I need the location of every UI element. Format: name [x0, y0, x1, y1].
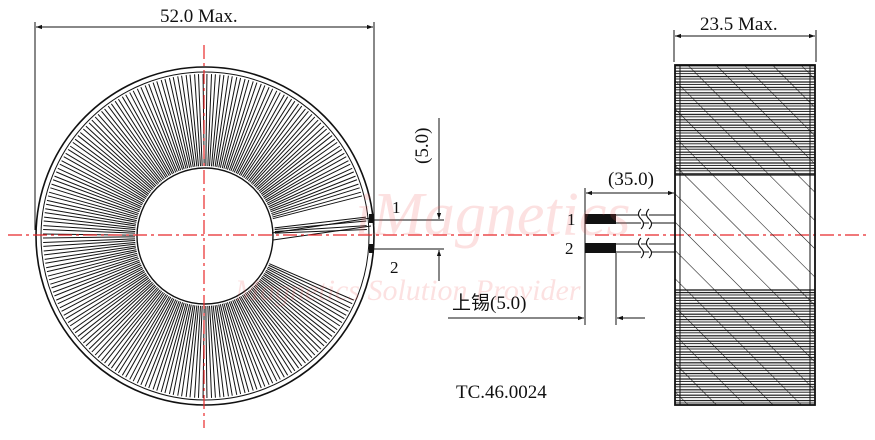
lead-detail	[448, 188, 675, 325]
front-view-pins	[369, 118, 444, 281]
side-height-label: 23.5 Max.	[700, 14, 778, 35]
lead-pin-1-label: 1	[567, 210, 576, 229]
part-number: TC.46.0024	[456, 382, 547, 403]
lead-pin-2-label: 2	[565, 239, 574, 258]
toroid-front-view	[35, 66, 375, 406]
lead-length-label: (35.0)	[608, 169, 654, 190]
outer-diameter-dimension	[34, 22, 375, 230]
front-pin-2-label: 2	[390, 258, 399, 277]
front-pin-1-label: 1	[392, 198, 401, 217]
outer-diameter-label: 52.0 Max.	[160, 6, 238, 27]
winding-turns	[43, 74, 372, 398]
tinning-length-label: 上锡(5.0)	[452, 293, 527, 314]
pin-spacing-label: (5.0)	[412, 127, 433, 164]
toroid-side-view	[673, 30, 817, 406]
